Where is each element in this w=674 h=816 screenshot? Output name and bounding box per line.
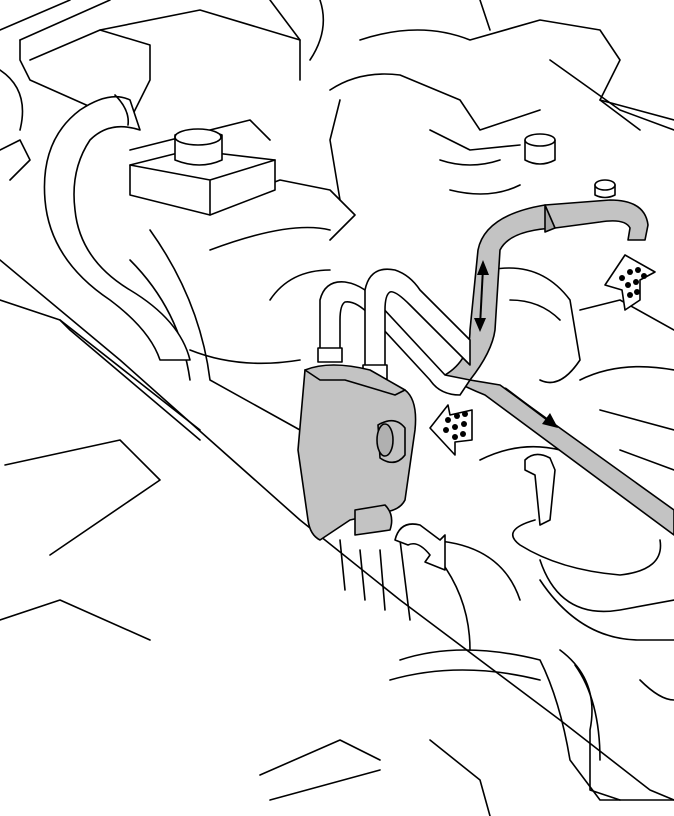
bolt-left xyxy=(129,128,276,216)
double-arrow-icon xyxy=(474,260,489,332)
dotted-arrow-icon xyxy=(604,254,656,311)
curved-arrow-icon xyxy=(394,523,446,571)
reservoir xyxy=(297,364,417,541)
flow-arrow-icon xyxy=(504,387,558,428)
bolt-right xyxy=(524,133,616,199)
coolant-hose xyxy=(43,94,191,361)
highlighted-pipe xyxy=(444,199,674,536)
sensor-connector xyxy=(511,453,662,576)
dotted-arrow-icon xyxy=(429,404,473,456)
